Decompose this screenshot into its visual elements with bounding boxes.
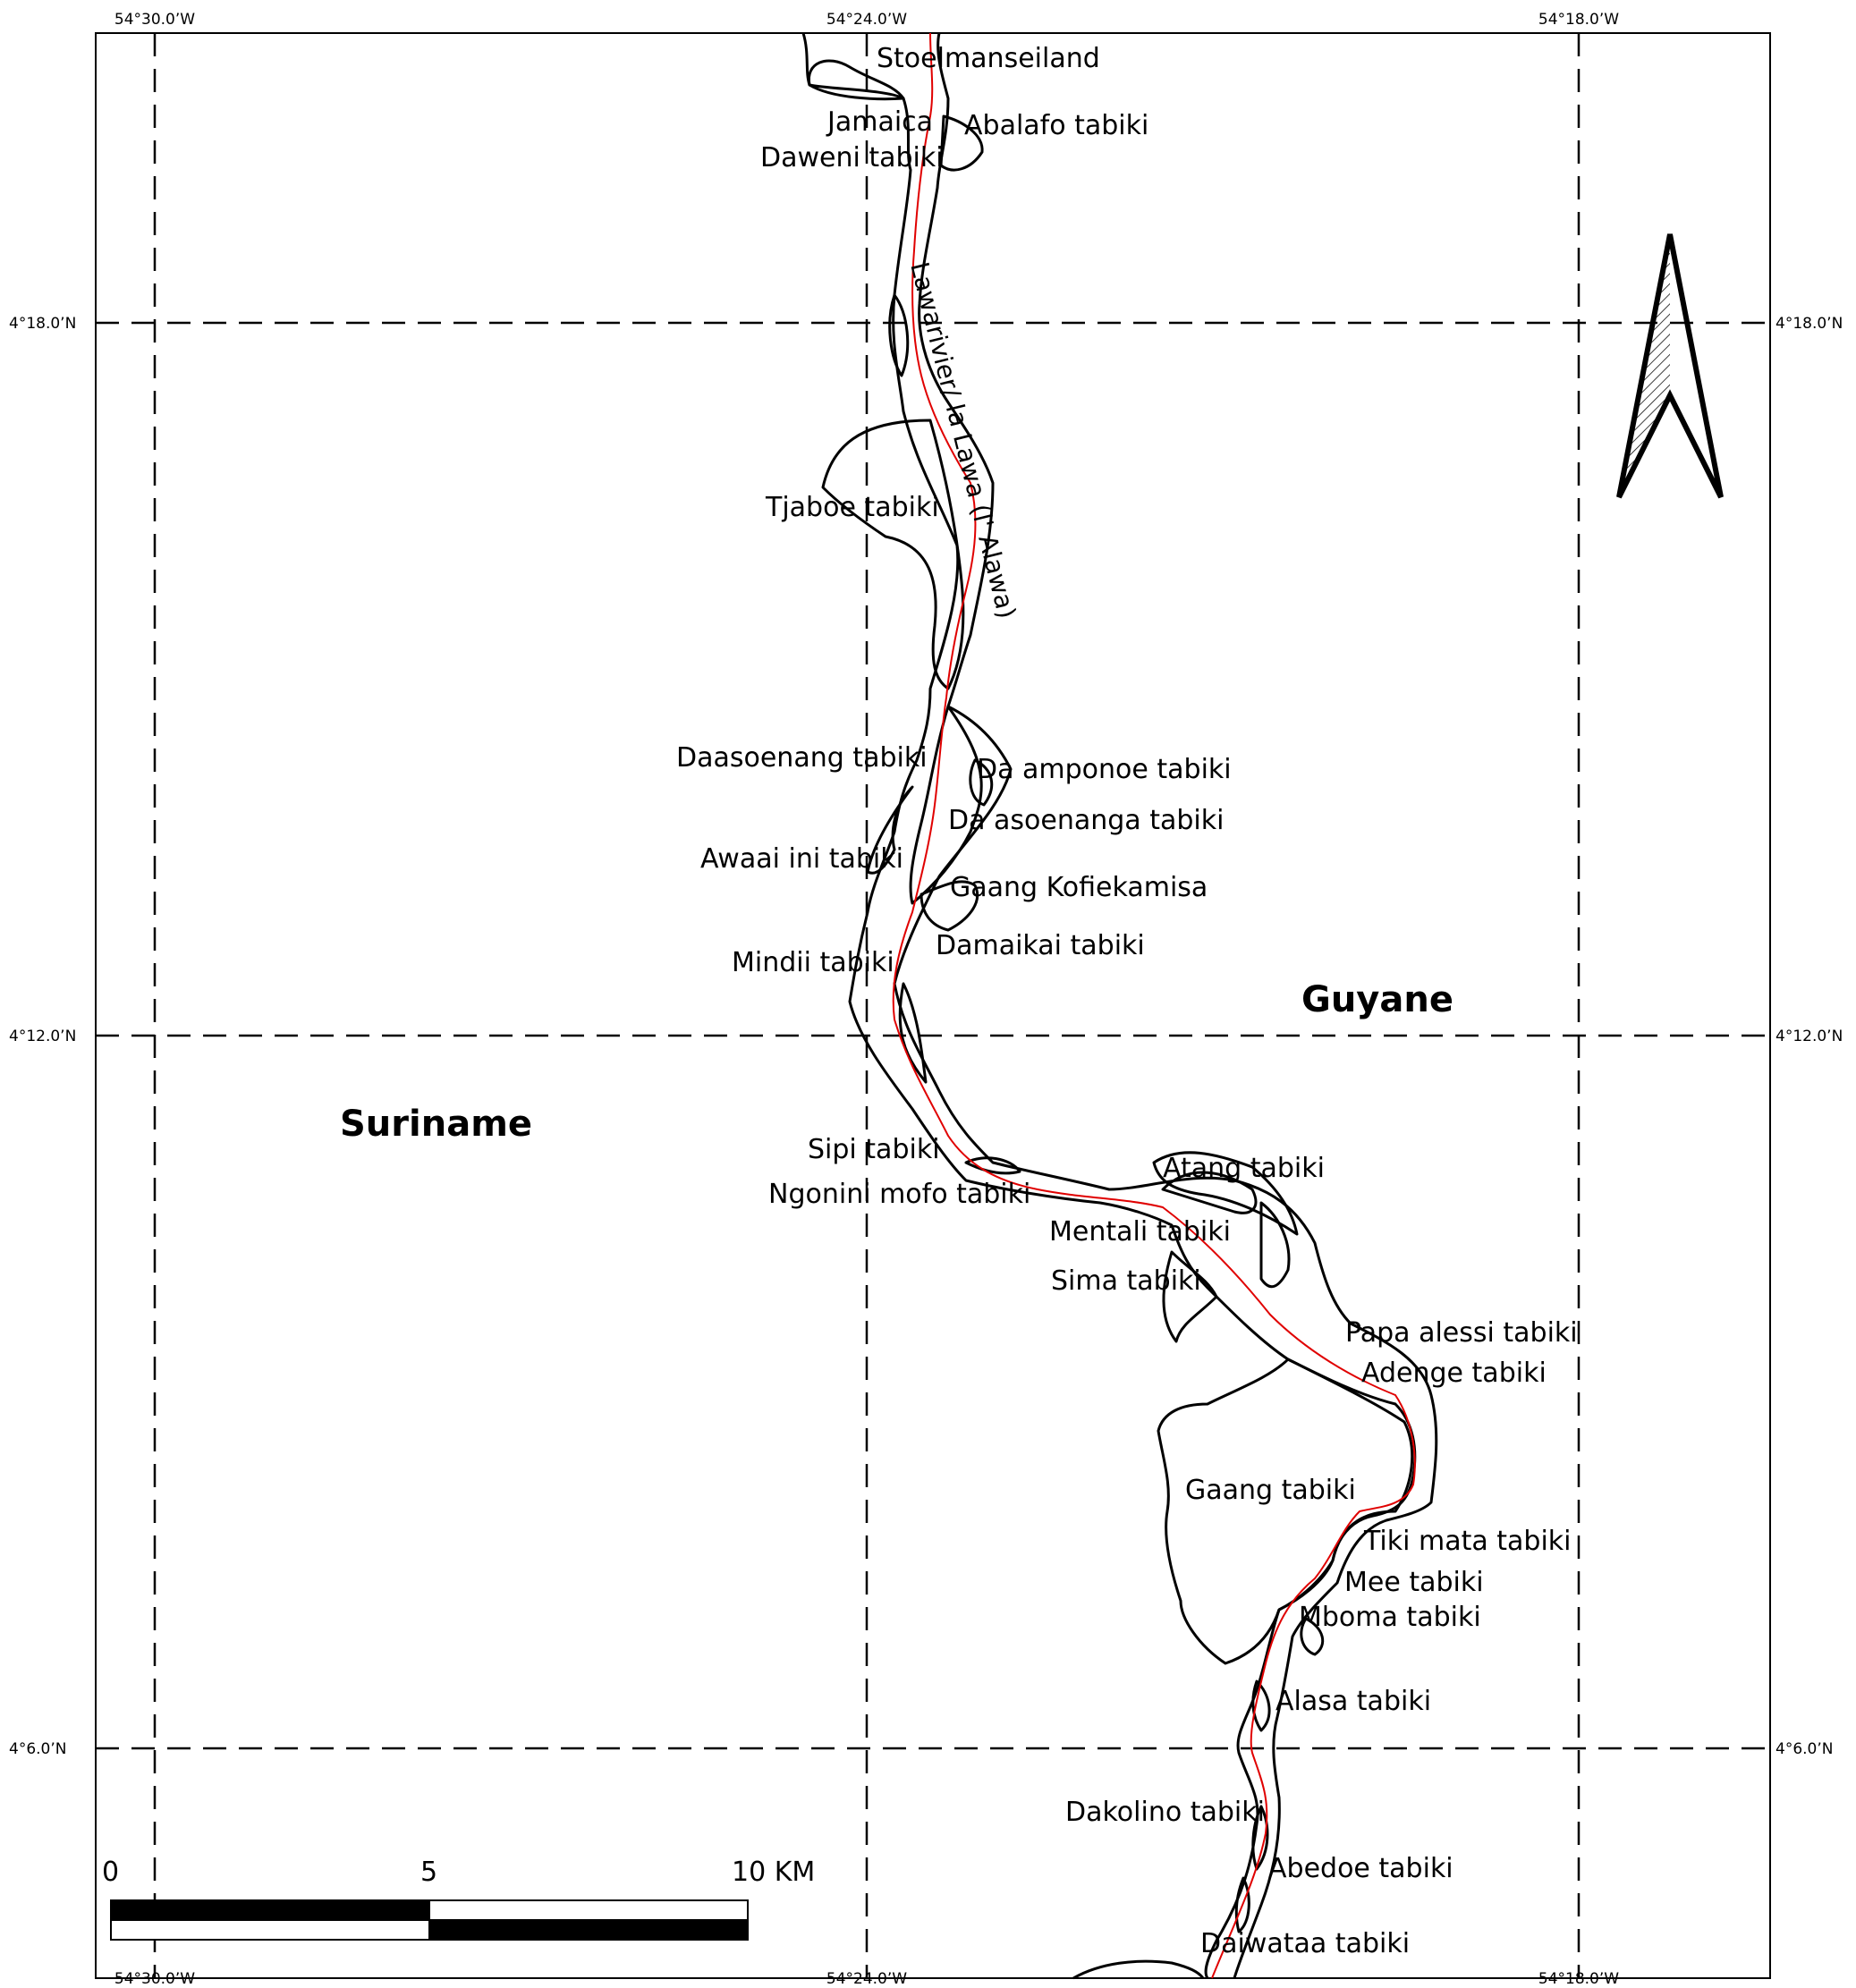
place-label: Stoelmanseiland [877, 43, 1100, 74]
place-label: Mboma tabiki [1299, 1602, 1481, 1633]
place-label: Gaang tabiki [1185, 1475, 1356, 1506]
place-label: Dakolino tabiki [1065, 1797, 1265, 1828]
place-labels: Stoelmanseiland Jamaica Abalafo tabiki D… [676, 43, 1578, 1959]
island-outline [969, 758, 994, 807]
longitude-label: 54°24.0’W [826, 1970, 907, 1988]
island-outline [898, 982, 928, 1084]
east-bank [893, 32, 1438, 1979]
place-label: Daiwataa tabiki [1200, 1928, 1410, 1959]
place-label: Mindii tabiki [732, 947, 894, 978]
country-label-west: Suriname [340, 1104, 532, 1145]
island-outline [1300, 1617, 1325, 1656]
island-outline [888, 293, 910, 377]
place-label: Gaang Kofiekamisa [950, 872, 1208, 903]
place-label: Mee tabiki [1344, 1567, 1484, 1598]
north-arrow-icon [1616, 233, 1724, 499]
island-outline [920, 880, 979, 932]
place-label: Ngonini mofo tabiki [768, 1179, 1030, 1210]
island-outline [1161, 1171, 1258, 1214]
longitude-label: 54°18.0’W [1538, 1970, 1619, 1988]
longitude-label: 54°24.0’W [826, 11, 907, 29]
place-label: Damaikai tabiki [936, 930, 1145, 961]
place-label: Tjaboe tabiki [765, 492, 939, 523]
place-label: Daweni tabiki [760, 142, 944, 173]
island-outline [1152, 1151, 1299, 1236]
place-label: Alasa tabiki [1275, 1686, 1431, 1717]
place-label: Adenge tabiki [1361, 1358, 1547, 1389]
island-outline [1259, 1201, 1291, 1289]
graticule [96, 33, 1770, 1978]
island-outline [939, 114, 984, 172]
place-label: Da amponoe tabiki [977, 754, 1232, 785]
island-outline [866, 785, 914, 875]
scale-label: 5 [420, 1857, 437, 1888]
scale-label: 10 KM [732, 1857, 815, 1888]
island-outline [1162, 1250, 1218, 1343]
place-label: Sima tabiki [1051, 1265, 1201, 1297]
map-frame [95, 32, 1771, 1979]
place-label: Jamaica [826, 106, 933, 138]
place-label: Sipi tabiki [808, 1134, 940, 1165]
place-label: Da asoenanga tabiki [948, 805, 1224, 836]
scale-bar: 0 5 10 KM [102, 1857, 815, 1941]
latitude-label: 4°18.0’N [1775, 315, 1843, 333]
scale-label: 0 [102, 1857, 119, 1888]
river-centerline [892, 32, 1416, 1979]
place-label: Mentali tabiki [1049, 1216, 1231, 1248]
latitude-label: 4°6.0’N [1775, 1740, 1833, 1758]
place-label: Awaai ini tabiki [700, 843, 903, 875]
place-label: Tiki mata tabiki [1363, 1526, 1572, 1557]
longitude-label: 54°30.0’W [114, 1970, 195, 1988]
island-outline [821, 419, 965, 690]
longitude-label: 54°30.0’W [114, 11, 195, 29]
longitude-label: 54°18.0’W [1538, 11, 1619, 29]
island-outline [807, 59, 905, 101]
place-label: Papa alessi tabiki [1345, 1317, 1578, 1349]
country-label-east: Guyane [1301, 979, 1453, 1020]
island-outline [1234, 1876, 1250, 1933]
island-outline [1072, 1959, 1205, 1980]
place-label: Atang tabiki [1163, 1153, 1325, 1184]
river-name-label: Lawarivier/ la Lawa (l' Alawa) [904, 259, 1021, 622]
island-outline [1251, 1679, 1271, 1732]
island-outline [964, 1156, 1021, 1175]
place-label: Abalafo tabiki [964, 110, 1148, 141]
place-label: Daasoenang tabiki [676, 742, 928, 774]
latitude-label: 4°18.0’N [9, 315, 76, 333]
latitude-label: 4°12.0’N [1775, 1028, 1843, 1045]
island-outline [909, 705, 983, 905]
island-outline [1157, 1358, 1414, 1665]
latitude-label: 4°12.0’N [9, 1028, 76, 1045]
river-banks [801, 32, 1438, 1980]
latitude-label: 4°6.0’N [9, 1740, 66, 1758]
place-label: Abedoe tabiki [1268, 1853, 1453, 1884]
